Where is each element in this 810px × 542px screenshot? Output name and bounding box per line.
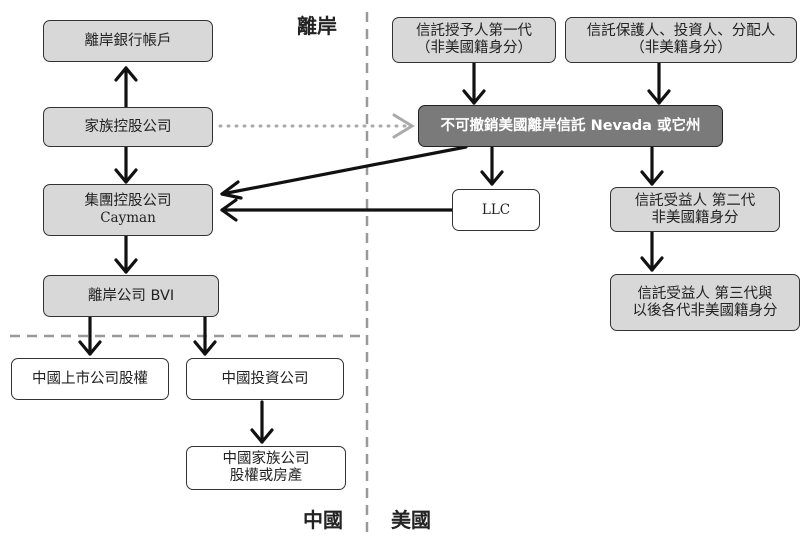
arrow-grantor-to-trust xyxy=(462,61,486,105)
box-beneficiary-gen3: 信託受益人 第三代與 以後各代非美國籍身分 xyxy=(610,274,800,331)
box-group-holding-label: 集團控股公司 xyxy=(84,193,172,209)
box-china-family-label: 中國家族公司 xyxy=(222,451,310,467)
arrow-trust-to-group xyxy=(220,145,468,200)
region-label-offshore: 離岸 xyxy=(297,14,337,38)
arrow-trust-to-llc xyxy=(480,146,504,186)
box-offshore-bvi: 離岸公司 BVI xyxy=(43,275,219,317)
box-offshore-bank: 離岸銀行帳戶 xyxy=(43,20,213,62)
dotted-arrow-family-to-trust xyxy=(218,113,415,139)
box-trust-protector-label: 信託保護人、投資人、分配人 xyxy=(586,23,776,39)
box-family-holding-label: 家族控股公司 xyxy=(84,118,172,135)
box-china-family: 中國家族公司 股權或房產 xyxy=(186,446,346,490)
arrow-investment-to-family xyxy=(250,400,274,444)
box-offshore-bvi-label: 離岸公司 BVI xyxy=(87,287,175,304)
box-trust-grantor: 信託授予人第一代 （非美國籍身分） xyxy=(392,17,556,63)
box-trust-protector: 信託保護人、投資人、分配人 （非美籍身分） xyxy=(565,17,797,63)
box-beneficiary-gen3-sublabel: 以後各代非美國籍身分 xyxy=(632,302,778,319)
box-group-holding-sublabel: Cayman xyxy=(100,210,156,226)
arrow-bvi-to-listed xyxy=(78,314,102,356)
arrow-bvi-to-investment xyxy=(193,314,217,356)
box-china-family-sublabel: 股權或房產 xyxy=(229,468,303,484)
arrow-llc-to-group xyxy=(220,198,454,222)
arrow-trust-to-beneficiary2 xyxy=(640,146,664,186)
arrow-family-to-group xyxy=(114,143,138,184)
region-label-china: 中國 xyxy=(303,508,343,532)
box-offshore-bank-label: 離岸銀行帳戶 xyxy=(84,32,172,49)
arrow-group-to-bvi xyxy=(114,234,138,274)
box-beneficiary-gen2-label: 信託受益人 第二代 xyxy=(634,192,756,209)
box-family-holding: 家族控股公司 xyxy=(43,107,213,147)
arrow-family-to-bank xyxy=(114,66,138,109)
box-china-listed: 中國上市公司股權 xyxy=(11,358,169,400)
box-beneficiary-gen2-sublabel: 非美國籍身分 xyxy=(651,209,739,226)
box-trust-grantor-sublabel: （非美國籍身分） xyxy=(416,40,532,56)
arrow-beneficiary2-to-beneficiary3 xyxy=(640,230,664,272)
arrow-protector-to-trust xyxy=(647,61,671,105)
box-china-investment: 中國投資公司 xyxy=(186,358,344,400)
box-china-listed-label: 中國上市公司股權 xyxy=(32,370,148,387)
box-beneficiary-gen2: 信託受益人 第二代 非美國籍身分 xyxy=(610,187,780,232)
box-beneficiary-gen3-label: 信託受益人 第三代與 xyxy=(637,285,773,302)
region-label-usa: 美國 xyxy=(391,508,431,532)
box-trust-protector-sublabel: （非美籍身分） xyxy=(630,40,732,56)
box-china-investment-label: 中國投資公司 xyxy=(221,370,309,387)
box-trust-grantor-label: 信託授予人第一代 xyxy=(416,23,532,39)
box-group-holding: 集團控股公司 Cayman xyxy=(43,184,213,236)
box-llc-label: LLC xyxy=(481,201,511,218)
box-llc: LLC xyxy=(452,189,540,231)
box-irrevocable-trust-label: 不可撤銷美國離岸信託 Nevada 或它州 xyxy=(440,117,701,134)
box-irrevocable-trust: 不可撤銷美國離岸信託 Nevada 或它州 xyxy=(418,105,723,147)
